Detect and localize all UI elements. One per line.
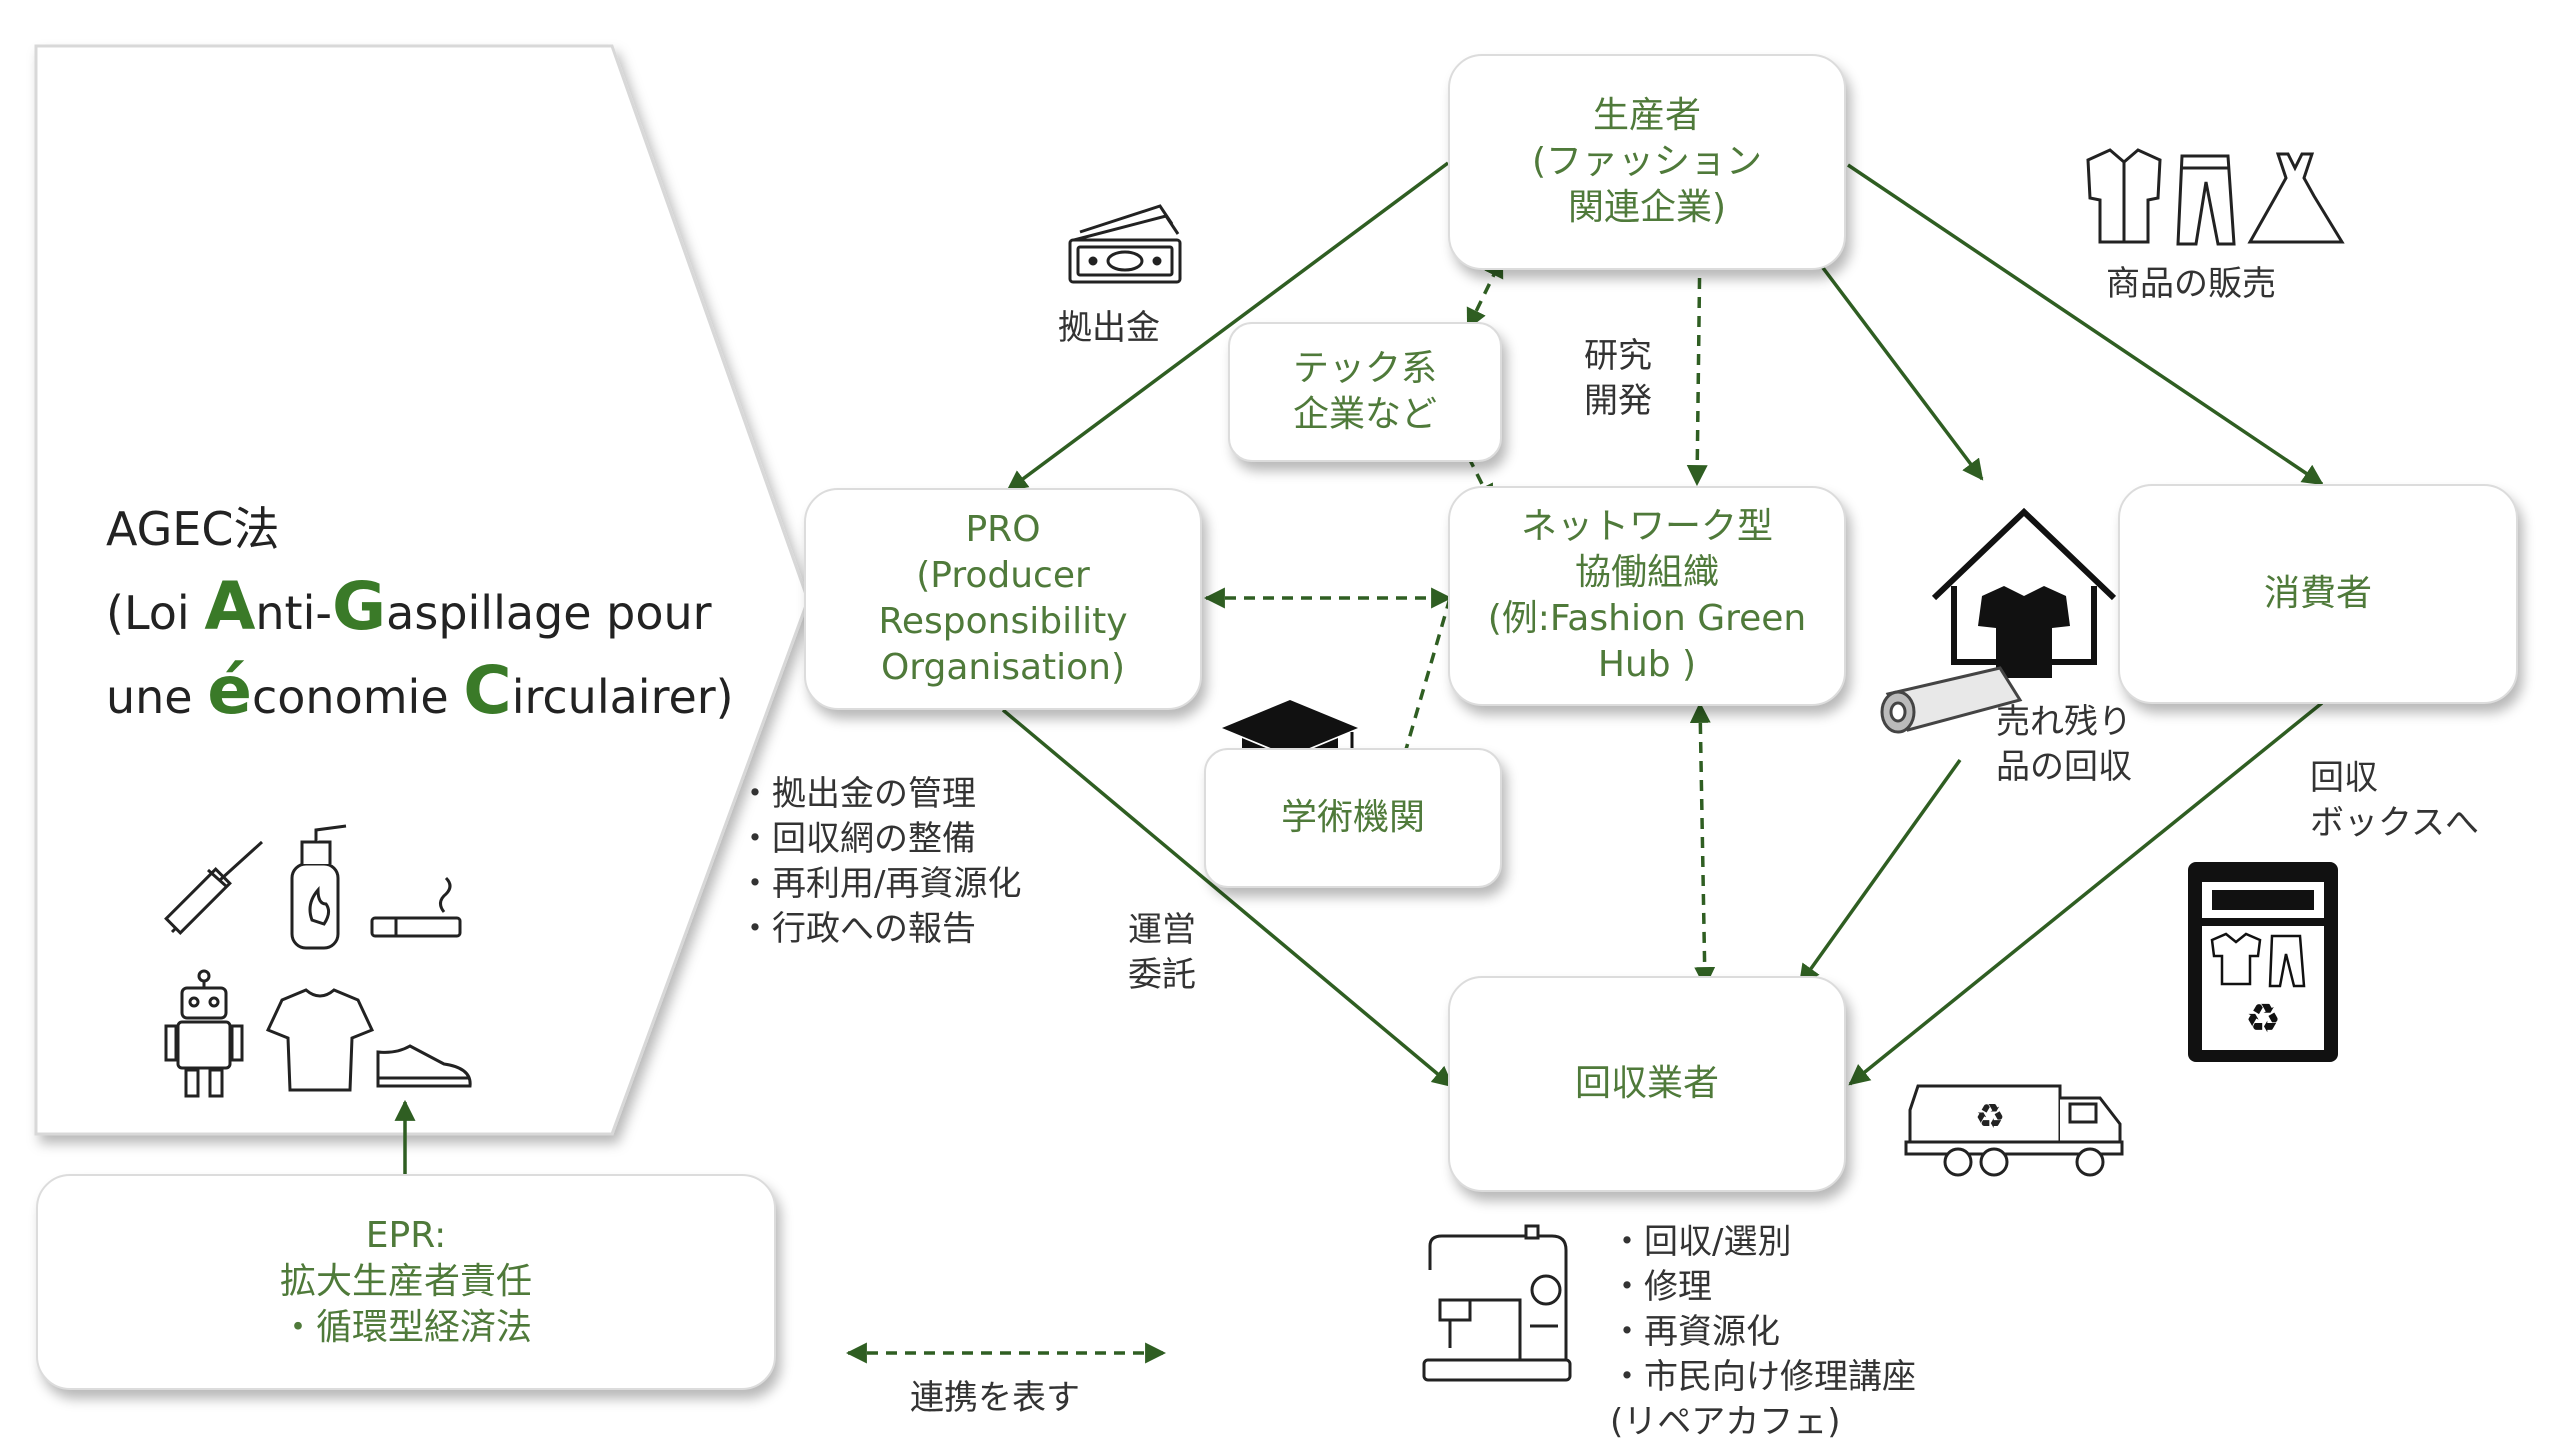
network-node: ネットワーク型 協働組織 (例:Fashion Green Hub ) — [1448, 486, 1846, 706]
network-line2: 協働組織 — [1574, 552, 1719, 593]
consumer-line1: 消費者 — [2263, 573, 2372, 614]
network-line4: Hub ) — [1597, 644, 1697, 685]
house-shirt-icon — [1931, 507, 2117, 678]
academic-node: 学術機関 — [1204, 748, 1502, 888]
pro-task-item: ・回収網の整備 — [738, 819, 976, 859]
legend-label: 連携を表す — [910, 1378, 1080, 1418]
outsourcing-label: 運営委託 — [1128, 910, 1196, 995]
epr-line2: 拡大生産者責任 — [279, 1261, 532, 1302]
producer-node: 生産者 (ファッション 関連企業) — [1448, 54, 1846, 270]
collector-task-item: ・再資源化 — [1610, 1312, 1780, 1352]
collector-task-item: ・回収/選別 — [1610, 1222, 1792, 1262]
collection-box-label: 回収ボックスへ — [2310, 758, 2479, 843]
collection-box-icon: ♻ — [2188, 862, 2338, 1062]
network-line3: (例:Fashion Green — [1487, 598, 1807, 639]
arrow-producer-to-house — [1806, 246, 1984, 481]
sales-label: 商品の販売 — [2106, 264, 2276, 304]
collector-task-item: ・市民向け修理講座 — [1610, 1357, 1916, 1397]
arrow-consumer-to-collector — [1848, 701, 2324, 1086]
epr-line1: EPR: — [365, 1215, 447, 1256]
svg-text:♻: ♻ — [2245, 996, 2281, 1042]
pro-line4: Organisation) — [880, 647, 1126, 688]
cigarette-icon — [370, 876, 462, 938]
collector-line1: 回収業者 — [1574, 1063, 1719, 1104]
producer-line1: 生産者 — [1592, 95, 1701, 136]
pro-task-item: ・拠出金の管理 — [738, 774, 976, 814]
consumer-node: 消費者 — [2118, 484, 2518, 704]
pants-icon — [2176, 154, 2236, 246]
shoe-icon — [376, 1044, 472, 1088]
pro-task-item: ・行政への報告 — [738, 909, 976, 949]
collector-tasks-list: ・回収/選別 ・修理 ・再資源化 ・市民向け修理講座 (リペアカフェ) — [1610, 1220, 1916, 1445]
agec-line3: une économie Circulairer) — [106, 652, 734, 729]
shirt-icon — [2086, 148, 2162, 244]
pro-tasks-list: ・拠出金の管理 ・回収網の整備 ・再利用/再資源化 ・行政への報告 — [738, 772, 1021, 952]
robot-icon — [164, 969, 244, 1098]
tech-line2: 企業など — [1292, 394, 1437, 435]
arrow-producer-to-pro — [1006, 161, 1450, 492]
collector-task-item: (リペアカフェ) — [1610, 1402, 1841, 1442]
arrow-producer-to-consumer — [1847, 163, 2324, 486]
pro-line2: (Producer — [916, 555, 1090, 596]
network-line1: ネットワーク型 — [1520, 506, 1773, 547]
syringe-icon — [164, 840, 264, 935]
epr-box: EPR: 拡大生産者責任 ・循環型経済法 — [36, 1174, 776, 1390]
pro-node: PRO (Producer Responsibility Organisatio… — [804, 488, 1202, 710]
tech-line1: テック系 — [1292, 348, 1437, 389]
fire-extinguisher-icon — [290, 824, 347, 950]
money-icon — [1068, 204, 1182, 284]
collector-task-item: ・修理 — [1610, 1267, 1712, 1307]
pro-task-item: ・再利用/再資源化 — [738, 864, 1022, 904]
contribution-label: 拠出金 — [1058, 308, 1160, 348]
rnd-label: 研究開発 — [1584, 336, 1652, 421]
sewing-machine-icon — [1422, 1224, 1572, 1382]
unsold-collection-label: 売れ残り品の回収 — [1996, 702, 2132, 787]
dashed-network-collector — [1689, 701, 1716, 989]
fabric-roll-icon — [1880, 666, 2023, 734]
producer-line3: 関連企業) — [1567, 187, 1727, 228]
collector-node: 回収業者 — [1448, 976, 1846, 1192]
pro-line3: Responsibility — [878, 601, 1128, 642]
agec-title: AGEC法 (Loi Anti-Gaspillage pour une écon… — [106, 490, 734, 736]
tshirt-icon — [265, 988, 375, 1092]
producer-line2: (ファッション — [1531, 141, 1763, 182]
agec-panel — [34, 44, 810, 1136]
dashed-producer-network — [1686, 237, 1711, 487]
svg-text:♻: ♻ — [1975, 1097, 2005, 1137]
arrow-pro-to-collector — [1001, 708, 1454, 1088]
academic-line1: 学術機関 — [1280, 797, 1425, 838]
arrow-unsold-to-collector — [1798, 758, 1962, 986]
pro-line1: PRO — [965, 509, 1041, 550]
dashed-network-academic — [1395, 597, 1452, 773]
agec-law-name: AGEC法 — [106, 502, 280, 556]
tech-companies-node: テック系 企業など — [1228, 322, 1502, 462]
garbage-truck-icon: ♻ — [1904, 1084, 2124, 1177]
agec-line2: (Loi Anti-Gaspillage pour — [106, 568, 712, 645]
epr-line3: ・循環型経済法 — [279, 1307, 532, 1348]
dress-icon — [2247, 152, 2345, 244]
